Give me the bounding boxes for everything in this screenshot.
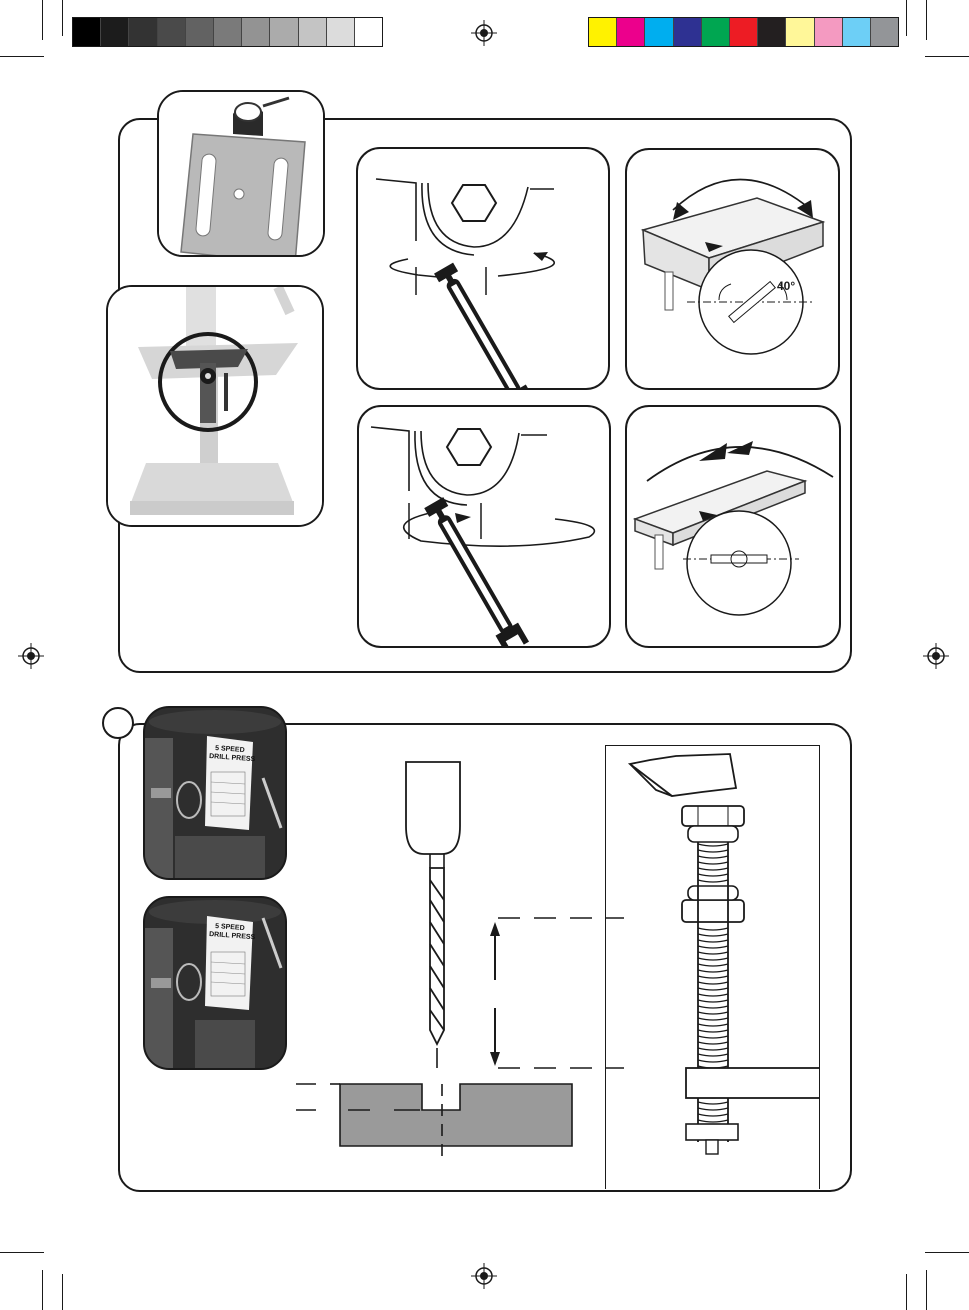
grayscale-swatch <box>242 18 270 46</box>
speed-label-photo-bottom: 5 SPEED DRILL PRESS <box>143 896 287 1070</box>
grayscale-swatch <box>214 18 242 46</box>
crop-mark <box>906 1274 907 1310</box>
grayscale-swatch <box>299 18 327 46</box>
loosen-nut-diagram <box>356 147 610 390</box>
depth-stop-rod-icon <box>606 746 819 1189</box>
tighten-nut-diagram <box>357 405 611 648</box>
grayscale-swatch <box>270 18 298 46</box>
hex-nut-icon <box>447 429 491 465</box>
registration-mark-icon <box>471 20 497 46</box>
process-color-swatch <box>758 18 786 46</box>
registration-mark-icon <box>923 643 949 669</box>
grayscale-swatch <box>158 18 186 46</box>
crop-mark <box>62 0 63 36</box>
process-color-swatch <box>702 18 730 46</box>
crop-mark <box>925 56 969 57</box>
process-color-swatch <box>617 18 645 46</box>
registration-mark-icon <box>18 643 44 669</box>
crop-mark <box>62 1274 63 1310</box>
table-level-diagram <box>625 405 841 648</box>
crop-mark <box>926 1270 927 1310</box>
process-color-swatch <box>589 18 617 46</box>
crop-mark <box>42 1270 43 1310</box>
process-color-swatch <box>843 18 871 46</box>
drill-bit-icon <box>406 762 460 1044</box>
table-tilt-diagram: 40° <box>625 148 840 390</box>
depth-stop-detail <box>605 745 820 1189</box>
crop-mark <box>0 1252 44 1253</box>
hex-nut-icon <box>452 185 496 221</box>
grayscale-swatch <box>327 18 355 46</box>
grayscale-swatch <box>186 18 214 46</box>
registration-mark-icon <box>471 1263 497 1289</box>
process-color-swatch <box>871 18 898 46</box>
grayscale-color-bar <box>72 17 383 47</box>
crop-mark <box>925 1252 969 1253</box>
table-bracket-photo <box>157 90 325 257</box>
crop-mark <box>906 0 907 36</box>
process-color-swatch <box>674 18 702 46</box>
wrench-icon <box>423 496 530 646</box>
crop-mark <box>0 56 44 57</box>
process-color-swatch <box>645 18 673 46</box>
tilt-angle-label: 40° <box>777 279 795 293</box>
speed-label-photo-top: 5 SPEED DRILL PRESS <box>143 706 287 880</box>
process-color-bar <box>588 17 899 47</box>
process-color-swatch <box>730 18 758 46</box>
grayscale-swatch <box>73 18 101 46</box>
table-column-photo <box>106 285 324 527</box>
wrench-icon <box>432 262 537 388</box>
process-color-swatch <box>786 18 814 46</box>
process-color-swatch <box>815 18 843 46</box>
grayscale-swatch <box>101 18 129 46</box>
grayscale-swatch <box>355 18 382 46</box>
crop-mark <box>42 0 43 40</box>
drill-depth-diagram <box>290 750 630 1170</box>
section-marker <box>101 703 135 743</box>
grayscale-swatch <box>129 18 157 46</box>
crop-mark <box>926 0 927 40</box>
